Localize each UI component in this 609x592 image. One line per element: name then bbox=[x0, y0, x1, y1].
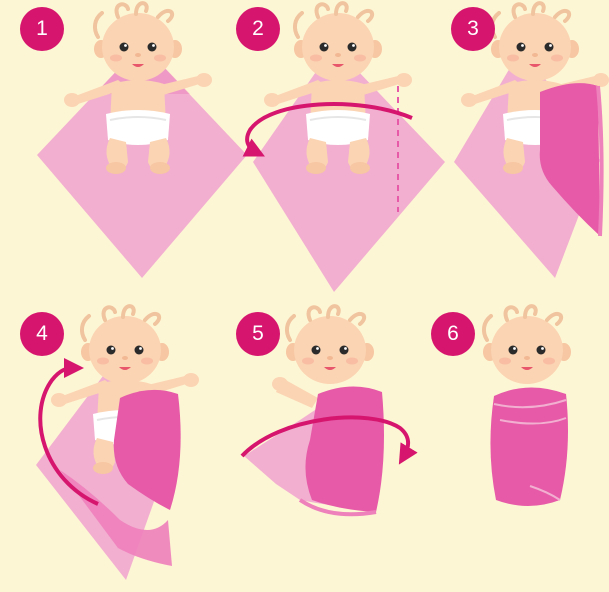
step-number: 1 bbox=[36, 17, 48, 41]
step-number: 6 bbox=[447, 322, 459, 346]
baby-head bbox=[294, 3, 382, 81]
baby-head bbox=[81, 306, 169, 384]
baby-head bbox=[286, 306, 374, 384]
step-badge-6: 6 bbox=[431, 312, 475, 356]
step-1 bbox=[37, 3, 247, 278]
step-6 bbox=[483, 306, 571, 506]
step-badge-1: 1 bbox=[20, 7, 64, 51]
step-number: 5 bbox=[252, 322, 264, 346]
step-badge-2: 2 bbox=[236, 7, 280, 51]
step-number: 2 bbox=[252, 17, 264, 41]
baby-head bbox=[491, 3, 579, 81]
baby-head bbox=[483, 306, 571, 384]
step-2 bbox=[247, 3, 445, 292]
step-number: 3 bbox=[467, 17, 479, 41]
step-badge-3: 3 bbox=[451, 7, 495, 51]
step-number: 4 bbox=[36, 322, 48, 346]
step-badge-5: 5 bbox=[236, 312, 280, 356]
folded-corner bbox=[305, 386, 384, 512]
step-4 bbox=[36, 306, 199, 580]
step-badge-4: 4 bbox=[20, 312, 64, 356]
baby-head bbox=[94, 3, 182, 81]
